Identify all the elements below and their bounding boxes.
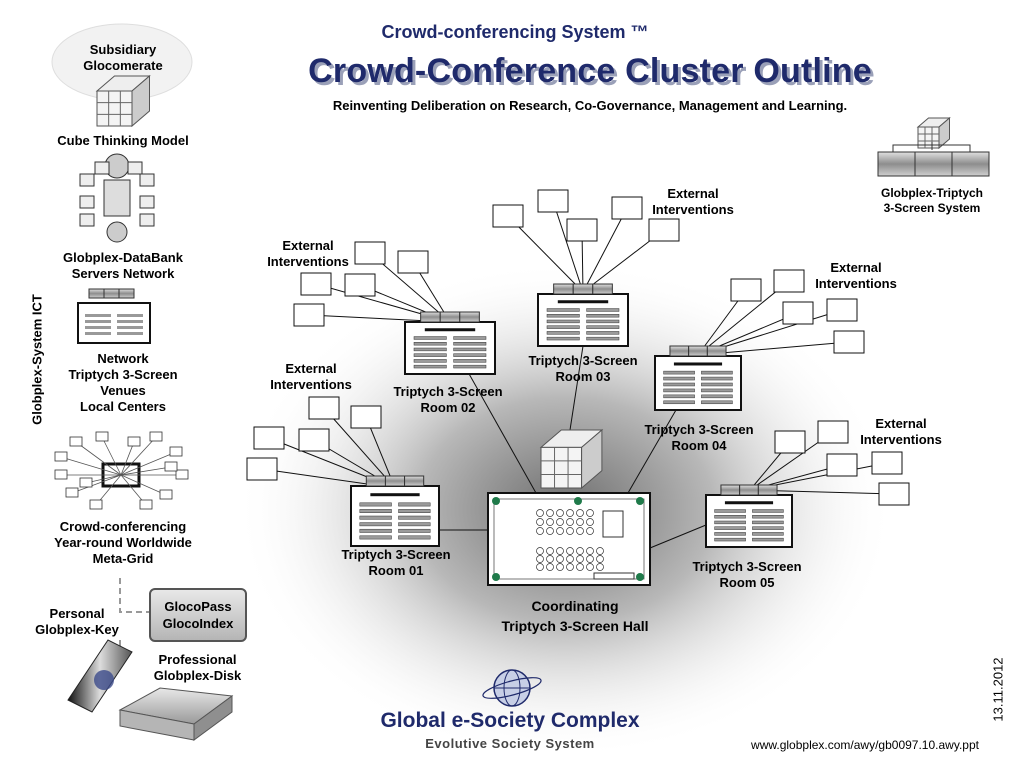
glocopass-box: GlocoPass GlocoIndex [149,588,247,642]
date-label: 13.11.2012 [990,657,1006,722]
external-intervention-boxes [246,189,910,506]
external-label-room03: External Interventions [652,186,734,217]
ext-r03-b-link [552,200,584,293]
room05-label: Triptych 3-Screen Room 05 [692,559,802,590]
glocopass-dashed-link [119,578,149,613]
ext-r02-b [397,250,429,274]
external-label-room05: External Interventions [860,416,942,447]
ext-r04-c [782,301,814,325]
ext-r04-d [826,298,858,322]
main-title: Crowd-Conference Cluster Outline [308,52,872,90]
hall-plant-0 [492,497,500,505]
sidebar-graphics [51,23,990,741]
hall-plant-2 [492,573,500,581]
ext-r04-a [730,278,762,302]
room04-graphic [654,345,742,411]
ext-r02-c [344,273,376,297]
ext-r05-a [774,430,806,454]
ext-r05-c [826,453,858,477]
hall-plant-3 [636,573,644,581]
network-label: Network Triptych 3-Screen Venues Local C… [68,351,178,414]
ext-r03-a [492,204,524,228]
subsidiary-label: Subsidiary Glocomerate [83,42,163,73]
ext-r01-c-link [323,407,396,489]
ext-r02-d [300,272,332,296]
hall-link-room04 [627,409,677,494]
ext-r03-c [566,218,598,242]
ext-r03-d [611,196,643,220]
databank-room-graphic [77,288,151,344]
hall-link-room02 [467,371,537,494]
triptych-legend-label: Globplex-Triptych 3-Screen System [880,186,983,215]
legend-cube [916,116,951,150]
ext-r01-c [308,396,340,420]
brand-subtitle: Evolutive Society System [425,736,595,751]
external-label-room04: External Interventions [815,260,897,291]
room01-label: Triptych 3-Screen Room 01 [341,547,451,578]
hall-plant-4 [574,497,582,505]
room01-graphic [350,475,440,547]
external-label-room01: External Interventions [270,361,352,392]
room03-label: Triptych 3-Screen Room 03 [528,353,638,384]
room04-label: Triptych 3-Screen Room 04 [644,422,754,453]
hall-cube-graphic [539,428,604,490]
hall-label: Coordinating Triptych 3-Screen Hall [501,598,649,634]
ext-r03-a-link [507,215,584,293]
top-title: Crowd-conferencing System ™ [381,22,649,42]
databank-label: Globplex-DataBank Servers Network [63,250,183,281]
room05-graphic [705,484,793,548]
ext-r05-e [878,482,910,506]
ext-r01-a [253,426,285,450]
triptych-legend-graphic [877,116,990,177]
vertical-side-label: Globplex-System ICT [29,294,45,425]
ext-r01-e [246,457,278,481]
hall-link-room05 [649,524,707,549]
metagrid-label: Crowd-conferencing Year-round Worldwide … [54,519,192,566]
room02-label: Triptych 3-Screen Room 02 [393,384,503,415]
ext-r03-b [537,189,569,213]
ext-r05-b [817,420,849,444]
room02-graphic [404,311,496,375]
personal-key-label: Personal Globplex-Key [35,606,119,637]
ext-r05-d [871,451,903,475]
ext-r02-a [354,241,386,265]
room03-graphic [537,283,629,347]
source-url: www.globplex.com/awy/gb0097.10.awy.ppt [751,738,979,752]
brand-title: Global e-Society Complex [380,709,640,732]
ext-r03-e [648,218,680,242]
ext-r04-b [773,269,805,293]
globe-logo-icon [482,669,542,707]
cube-model-label: Cube Thinking Model [57,133,189,148]
ext-r01-d [350,405,382,429]
subsidiary-cube [95,74,151,128]
ext-r04-b-link [697,280,790,356]
ext-r01-b [298,428,330,452]
hall-link-room03 [569,345,584,431]
ext-r04-e [833,330,865,354]
disk-label: Professional Globplex-Disk [153,652,242,683]
ext-r03-d-link [582,207,628,293]
hall-plant-1 [636,497,644,505]
globplex-disk-graphic [118,687,234,741]
metagrid-network-graphic [54,431,189,510]
external-label-room02: External Interventions [267,238,349,269]
coordinating-hall-graphic [487,492,651,586]
room-graphics [350,283,793,586]
ext-r02-e [293,303,325,327]
cube-thinking-graphic [79,153,155,243]
subtitle: Reinventing Deliberation on Research, Co… [332,98,848,113]
